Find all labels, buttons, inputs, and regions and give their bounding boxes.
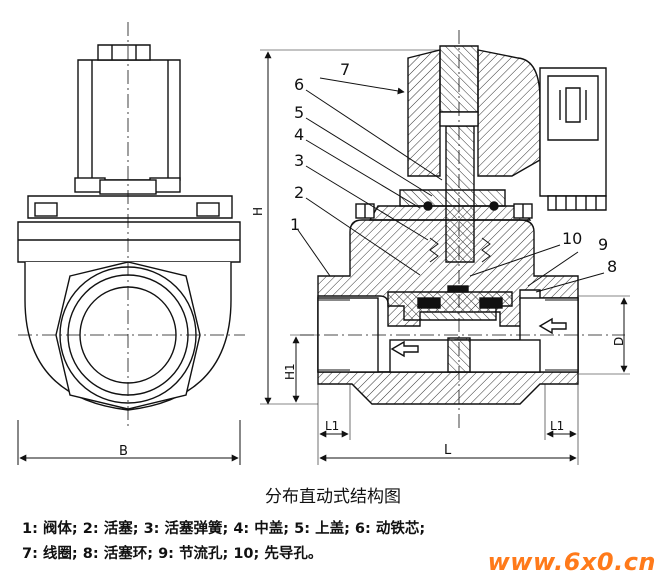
- diagram-caption: 分布直动式结构图: [265, 487, 401, 507]
- dimension-d-label: D: [612, 337, 626, 346]
- label-part-1: 1: [290, 215, 300, 234]
- dimension-b: [17, 420, 241, 465]
- dimension-lines: [260, 49, 630, 465]
- connector-box: [539, 67, 607, 211]
- label-part-7: 7: [340, 60, 350, 79]
- label-part-6: 6: [294, 75, 304, 94]
- side-view-body: [17, 221, 241, 263]
- dimension-h1-label: H1: [283, 363, 297, 380]
- leader-lines: [297, 77, 605, 293]
- legend-line-2: 7: 线圈; 8: 活塞环; 9: 节流孔; 10; 先导孔。: [22, 546, 323, 562]
- dimension-l-label: L: [444, 443, 452, 458]
- watermark: www.6x0.cn: [487, 548, 656, 576]
- flow-arrow-inlet: [538, 317, 567, 335]
- side-view: [17, 22, 245, 430]
- label-part-4: 4: [294, 125, 304, 144]
- dimension-l1-right-label: L1: [550, 419, 564, 433]
- legend-line-1: 1: 阀体; 2: 活塞; 3: 活塞弹簧; 4: 中盖; 5: 上盖; 6: …: [22, 521, 426, 537]
- label-part-10: 10: [562, 229, 582, 248]
- label-part-8: 8: [607, 257, 617, 276]
- label-part-9: 9: [598, 235, 608, 254]
- dimension-h-label: H: [251, 207, 265, 216]
- section-view: [300, 30, 625, 430]
- dimension-b-label: B: [119, 444, 128, 459]
- label-part-5: 5: [294, 103, 304, 122]
- dimension-l1-left-label: L1: [325, 419, 339, 433]
- label-part-2: 2: [294, 183, 304, 202]
- flow-arrow-outlet: [390, 340, 419, 358]
- side-view-coil: [77, 59, 181, 181]
- coil: [407, 49, 441, 177]
- label-part-3: 3: [294, 151, 304, 170]
